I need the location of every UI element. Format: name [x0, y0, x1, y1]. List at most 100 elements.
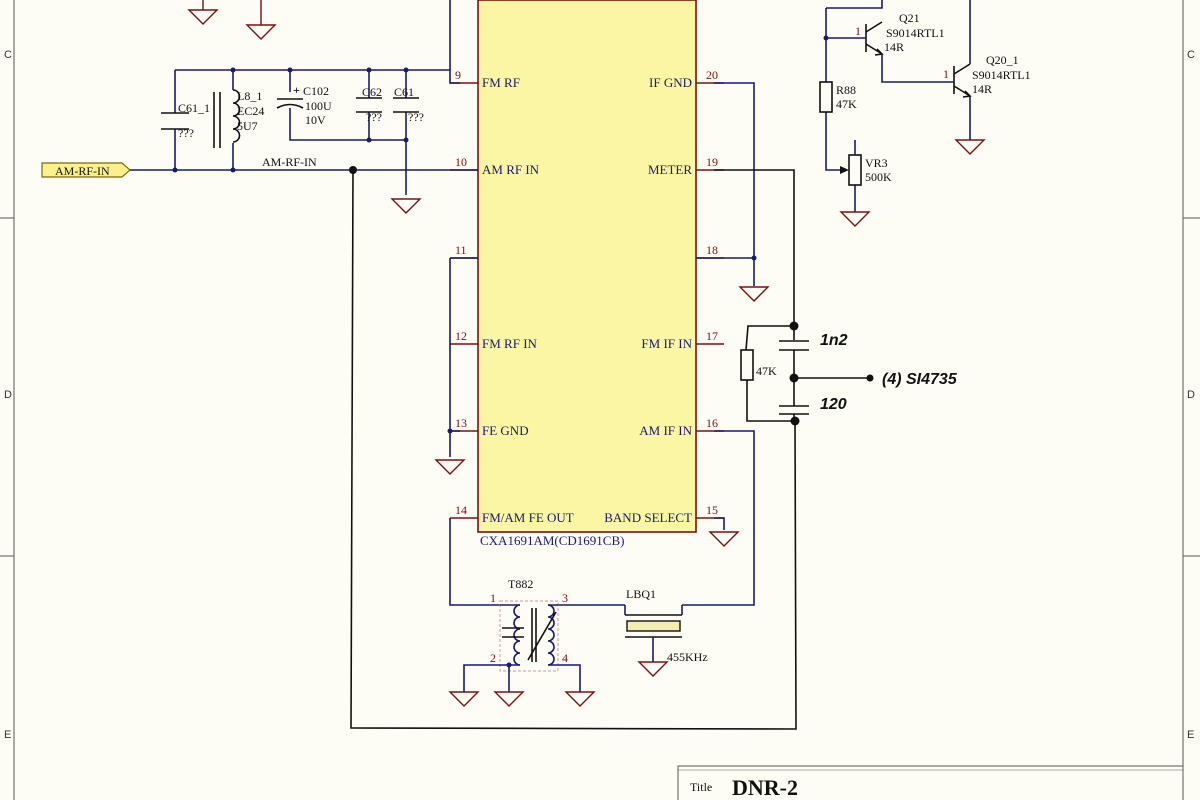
- capacitor-c102: + C102 100U 10V: [276, 83, 332, 127]
- junction-dot-q21: [823, 35, 829, 41]
- resistor-r88: R88 47K: [819, 81, 857, 113]
- transistor-q21: 1 Q21 S9014RTL1 14R: [826, 11, 945, 56]
- net-label-am-rf-in: AM-RF-IN: [262, 155, 317, 169]
- vr3-value: 500K: [865, 170, 892, 184]
- c61-value: ???: [408, 110, 424, 124]
- ic-pin-name: FM/AM FE OUT: [482, 510, 574, 525]
- title-block: Title DNR-2: [677, 765, 1184, 800]
- ic-pin-17: 17 FM IF IN: [641, 329, 724, 351]
- ic-pin-name: IF GND: [649, 75, 692, 90]
- q21-pkg: 14R: [884, 40, 904, 54]
- junction-dots-left: [172, 67, 409, 173]
- handwritten-filter-network: [714, 169, 870, 422]
- t882-ref: T882: [508, 577, 533, 591]
- ic-pin-number: 20: [706, 68, 718, 82]
- q20-1-pkg: 14R: [972, 82, 992, 96]
- c102-value: 100U: [305, 99, 332, 113]
- q21-part: S9014RTL1: [886, 26, 945, 40]
- port-am-rf-in[interactable]: AM-RF-IN: [41, 162, 131, 178]
- l8-1-type: EC24: [237, 104, 264, 118]
- ic-pin-16: 16 AM IF IN: [639, 416, 724, 438]
- row-label-c-left: C: [4, 49, 12, 61]
- ic-pin-name: AM RF IN: [482, 162, 540, 177]
- r88-value: 47K: [836, 97, 857, 111]
- ground-symbol-lbq1: [637, 661, 669, 677]
- ic-pin-number: 14: [455, 503, 467, 517]
- ground-symbol-vr3: [839, 211, 871, 227]
- port-label: AM-RF-IN: [55, 164, 110, 178]
- ic-pin-name: FM RF IN: [482, 336, 538, 351]
- ground-symbols-t882: [448, 691, 596, 707]
- c102-voltage: 10V: [305, 113, 326, 127]
- ground-symbol-top-1: [187, 0, 219, 25]
- junction-dot-if-gnd: [751, 255, 757, 261]
- title-value: DNR-2: [732, 775, 798, 800]
- capacitor-c61: C61 ???: [393, 85, 424, 124]
- row-label-e-left: E: [4, 729, 11, 741]
- lbq1-ref: LBQ1: [626, 587, 656, 601]
- ic-pin-name: AM IF IN: [639, 423, 692, 438]
- q20-1-base-pin: 1: [943, 67, 949, 81]
- row-label-d-left: D: [4, 389, 12, 401]
- ic-pin-12: 12 FM RF IN: [450, 329, 538, 351]
- c102-plus: +: [293, 83, 300, 97]
- handwritten-cap-1n2: 1n2: [820, 332, 848, 349]
- ic-pin-name: FE GND: [482, 423, 529, 438]
- ic-pin-number: 19: [706, 155, 718, 169]
- ic-pin-number: 17: [706, 329, 718, 343]
- ic-pin-11: 11: [450, 243, 478, 259]
- ic-pin-number: 12: [455, 329, 467, 343]
- ground-symbol-if-gnd: [738, 286, 770, 302]
- t882-pin-3: 3: [562, 591, 568, 605]
- ic-pin-13: 13 FE GND: [450, 416, 529, 438]
- junction-dot-t882: [506, 662, 512, 668]
- right-side-wiring: [682, 82, 755, 606]
- ic-pin-name: FM IF IN: [641, 336, 692, 351]
- q20-1-ref: Q20_1: [986, 53, 1019, 67]
- inductor-l8-1: L8_1 EC24 5U7: [213, 89, 264, 148]
- ic-pin-number: 13: [455, 416, 467, 430]
- transistor-wiring: [825, 0, 971, 212]
- ceramic-filter-lbq1: LBQ1 455KHz: [624, 587, 708, 664]
- junction-dots-handwritten: [789, 321, 874, 426]
- r88-ref: R88: [836, 83, 856, 97]
- transformer-t882: T882 1 2 3 4: [463, 577, 625, 692]
- c61-1-ref: C61_1: [178, 101, 210, 115]
- vr3-ref: VR3: [865, 156, 888, 170]
- q21-base-pin: 1: [855, 24, 861, 38]
- c102-ref: C102: [303, 84, 329, 98]
- handwritten-loop-wire: [350, 169, 797, 730]
- ic-pin-number: 16: [706, 416, 718, 430]
- handwritten-resistor-47k: 47K: [756, 364, 777, 378]
- t882-pin-1: 1: [490, 591, 496, 605]
- ic-pin-name: METER: [648, 162, 692, 177]
- c61-ref: C61: [394, 85, 414, 99]
- row-label-c-right: C: [1187, 49, 1195, 61]
- svg-text:AM-RF-IN: AM-RF-IN: [262, 155, 317, 169]
- ic-pin-name: FM RF: [482, 75, 520, 90]
- c61-1-value: ???: [178, 126, 194, 140]
- ic-pin-number: 9: [455, 68, 461, 82]
- lbq1-value: 455KHz: [667, 650, 708, 664]
- c62-value: ???: [366, 110, 382, 124]
- ic-part-label: CXA1691AM(CD1691CB): [480, 533, 624, 548]
- ic-pin-number: 10: [455, 155, 467, 169]
- q20-1-part: S9014RTL1: [972, 68, 1031, 82]
- junction-dot-fe-gnd: [447, 428, 453, 434]
- l8-1-value: 5U7: [237, 119, 258, 133]
- t882-pin-4: 4: [562, 651, 568, 665]
- ic-pin-number: 18: [706, 243, 718, 257]
- q21-ref: Q21: [899, 11, 920, 25]
- l8-1-ref: L8_1: [237, 89, 262, 103]
- row-label-d-right: D: [1187, 389, 1195, 401]
- potentiometer-vr3: VR3 500K: [840, 140, 892, 186]
- capacitor-c61-1: C61_1 ???: [161, 101, 210, 140]
- ic-pin-18: 18: [696, 243, 724, 259]
- ic-cxa1691am: CXA1691AM(CD1691CB): [477, 0, 697, 548]
- title-label: Title: [690, 780, 712, 794]
- capacitor-c62: C62 ???: [356, 85, 382, 124]
